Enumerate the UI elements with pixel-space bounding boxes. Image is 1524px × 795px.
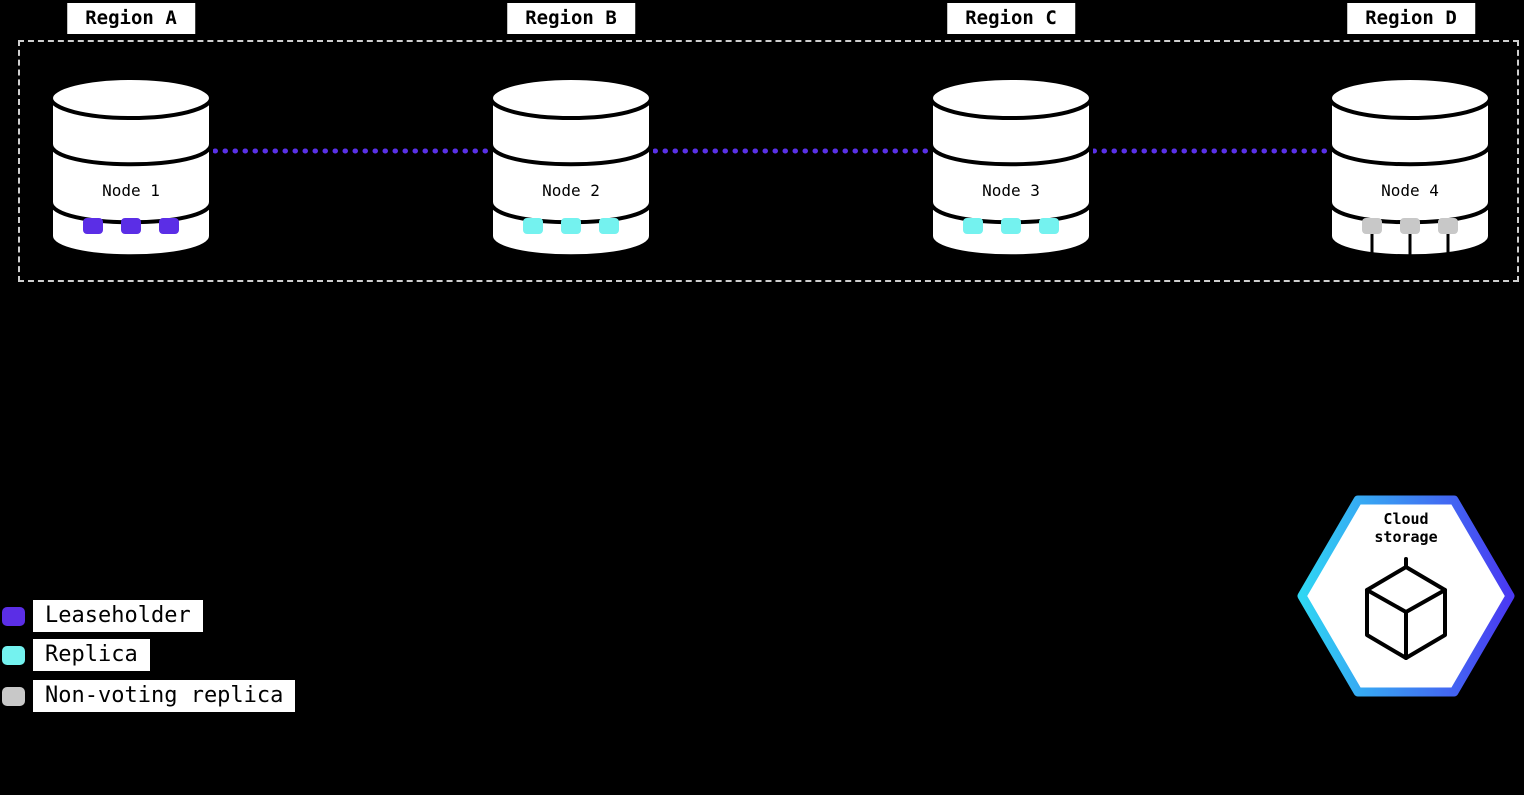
cube-icon bbox=[1365, 557, 1447, 660]
cylinder-top bbox=[489, 76, 653, 120]
leaseholder-marker bbox=[159, 218, 179, 234]
cloud-storage: Cloud storage bbox=[1297, 495, 1515, 697]
node-2: Node 2 bbox=[489, 76, 653, 259]
legend-item-non-voting-replica: Non-voting replica bbox=[2, 680, 296, 713]
database-cylinder-icon bbox=[1328, 96, 1492, 259]
leaseholder-marker bbox=[121, 218, 141, 234]
database-cylinder-icon bbox=[929, 96, 1093, 259]
replica-marker bbox=[561, 218, 581, 234]
cloud-storage-label-line2: storage bbox=[1374, 528, 1437, 546]
replica-marker bbox=[1001, 218, 1021, 234]
replica-marker bbox=[599, 218, 619, 234]
non-voting-replica-marker bbox=[1362, 218, 1382, 234]
replica-marker bbox=[963, 218, 983, 234]
leaseholder-color-chip bbox=[2, 606, 25, 626]
node-label: Node 2 bbox=[542, 181, 600, 200]
legend-item-leaseholder: Leaseholder bbox=[2, 600, 203, 633]
node-label: Node 4 bbox=[1381, 181, 1439, 200]
region-label-b: Region B bbox=[507, 3, 635, 34]
cylinder-top bbox=[1328, 76, 1492, 120]
legend-label: Non-voting replica bbox=[33, 680, 296, 713]
cylinder-disk-line bbox=[49, 143, 213, 167]
non-voting-replica-color-chip bbox=[2, 686, 25, 706]
cylinder-disk-line bbox=[929, 143, 1093, 167]
non-voting-replica-marker bbox=[1438, 218, 1458, 234]
region-label-a: Region A bbox=[67, 3, 195, 34]
replica-color-chip bbox=[2, 645, 25, 665]
region-label-c: Region C bbox=[947, 3, 1075, 34]
node-1: Node 1 bbox=[49, 76, 213, 259]
legend-label: Replica bbox=[33, 639, 150, 672]
node-3: Node 3 bbox=[929, 76, 1093, 259]
cylinder-top bbox=[929, 76, 1093, 120]
cluster-boundary-box bbox=[18, 40, 1519, 282]
node-label: Node 3 bbox=[982, 181, 1040, 200]
cloud-storage-label-line1: Cloud bbox=[1383, 510, 1428, 528]
node-label: Node 1 bbox=[102, 181, 160, 200]
cylinder-disk-line bbox=[489, 143, 653, 167]
node-4: Node 4 bbox=[1328, 76, 1492, 265]
cylinder-disk-line bbox=[1328, 143, 1492, 167]
database-cylinder-icon bbox=[489, 96, 653, 259]
cylinder-top bbox=[49, 76, 213, 120]
replica-marker bbox=[523, 218, 543, 234]
database-cylinder-icon bbox=[49, 96, 213, 259]
replica-marker bbox=[1039, 218, 1059, 234]
non-voting-replica-marker bbox=[1400, 218, 1420, 234]
legend-item-replica: Replica bbox=[2, 639, 150, 672]
leaseholder-marker bbox=[83, 218, 103, 234]
hexagon-shape bbox=[1297, 495, 1515, 697]
legend-label: Leaseholder bbox=[33, 600, 203, 633]
region-label-d: Region D bbox=[1347, 3, 1475, 34]
